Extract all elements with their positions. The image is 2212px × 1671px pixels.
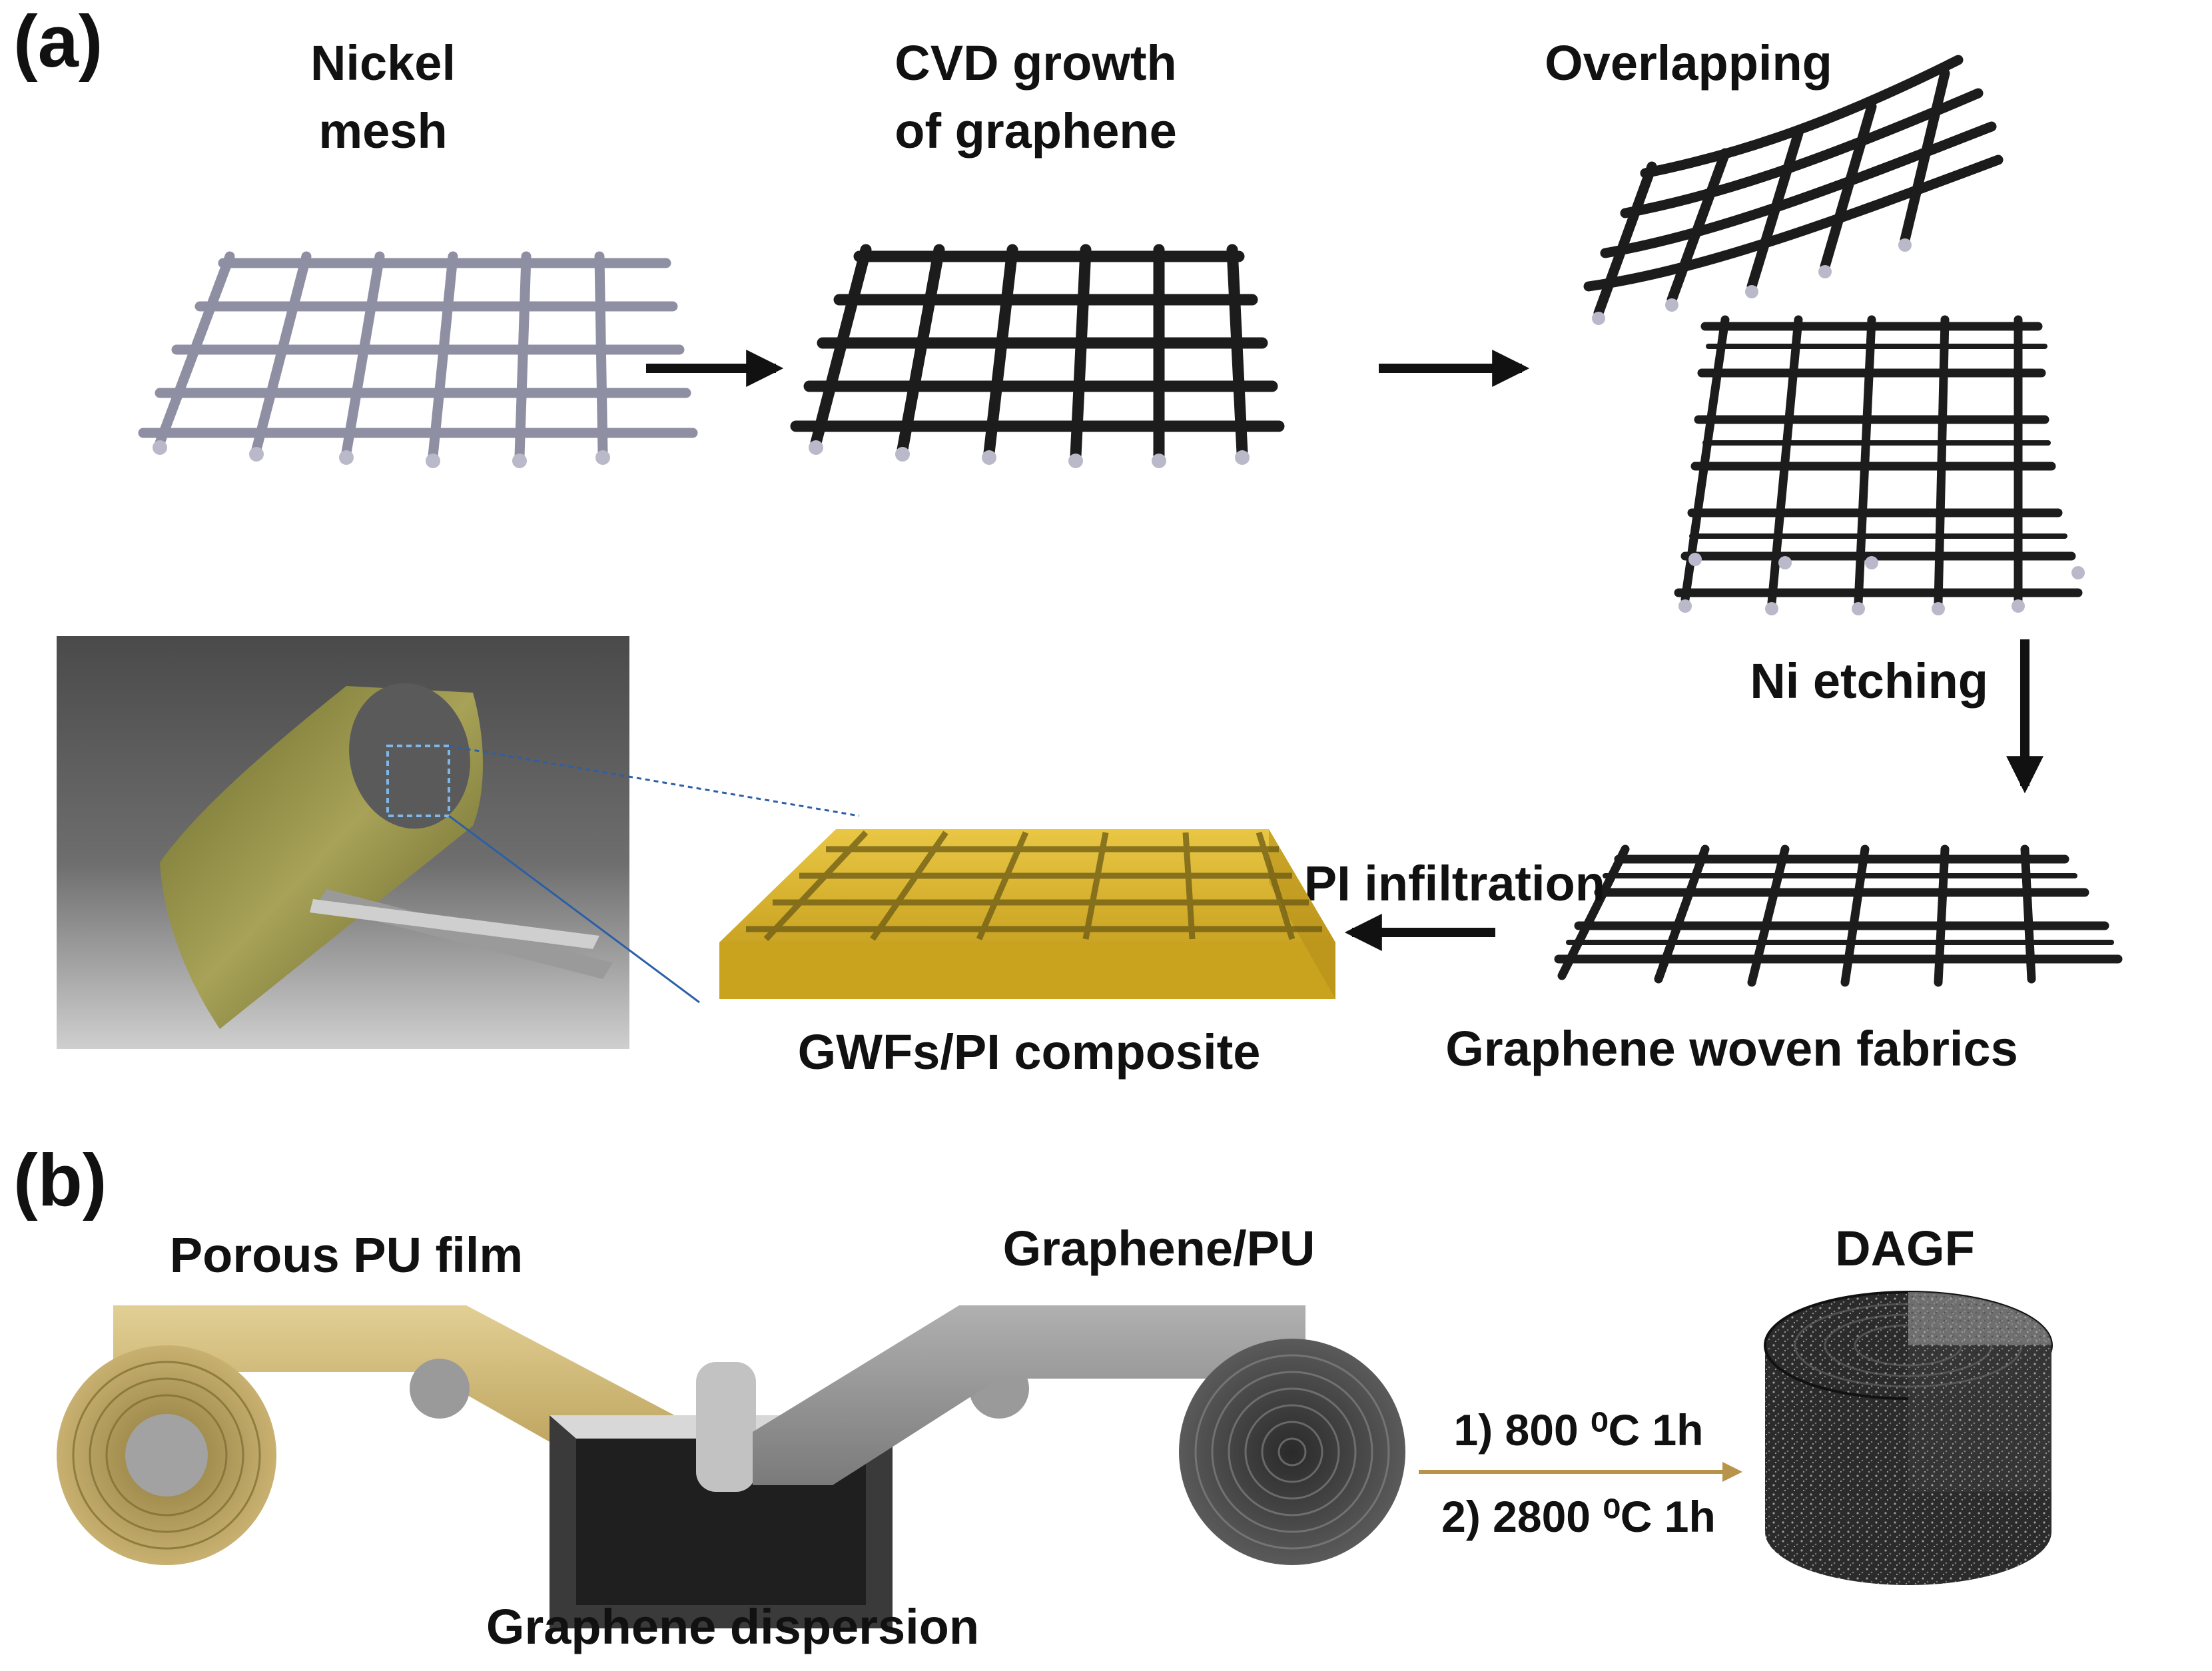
graphene-woven-fabrics-illustration [1554, 844, 2123, 987]
label-graphene-dispersion: Graphene dispersion [486, 1599, 979, 1654]
overlapping-stacked-block [1674, 315, 2085, 615]
callout-line-bottom [448, 815, 700, 1004]
label-dagf: DAGF [1835, 1221, 1975, 1276]
inset-zoom-box [386, 745, 450, 817]
callout-line-top [448, 745, 860, 817]
dip-roller [696, 1362, 756, 1492]
label-step-2800c: 2) 2800 ⁰C 1h [1441, 1492, 1716, 1541]
label-nickel-mesh-line1: Nickel [310, 35, 456, 91]
label-gwfs-pi-composite: GWFs/PI composite [798, 1024, 1261, 1080]
label-graphene-pu: Graphene/PU [1003, 1221, 1315, 1276]
gwfs-pi-composite-illustration [719, 829, 1335, 999]
label-step-800c: 1) 800 ⁰C 1h [1454, 1405, 1704, 1455]
panel-a-label: (a) [13, 1, 103, 83]
label-overlapping: Overlapping [1545, 35, 1832, 91]
label-porous-pu-film: Porous PU film [170, 1227, 523, 1283]
label-ni-etching: Ni etching [1750, 653, 1988, 709]
roll-to-roll-process-illustration [57, 1305, 1405, 1628]
label-cvd-growth-line1: CVD growth [895, 35, 1176, 91]
panel-b-label: (b) [13, 1140, 107, 1221]
graphene-coated-mesh-illustration [790, 244, 1285, 468]
composite-photo-inset [57, 636, 629, 1049]
label-cvd-growth-line2: of graphene [895, 103, 1176, 159]
overlapping-top-sheet [1583, 55, 2004, 325]
label-graphene-woven-fabrics: Graphene woven fabrics [1445, 1021, 2018, 1076]
label-nickel-mesh-line2: mesh [318, 103, 447, 159]
nickel-mesh-illustration [138, 251, 698, 468]
dagf-cylinder-illustration [1764, 1291, 2053, 1585]
guide-roller-left [410, 1359, 470, 1419]
label-pi-infiltration: PI infiltration [1304, 856, 1605, 911]
